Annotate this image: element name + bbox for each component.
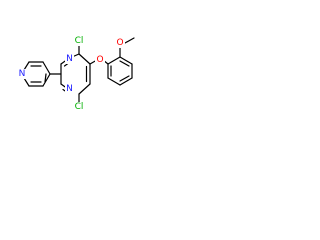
bond-c4-c5 xyxy=(78,53,91,65)
bond-ph4-ph5 xyxy=(119,77,133,86)
molecule-canvas: Cl Cl N N N O O xyxy=(0,0,152,152)
bond-c6-n1 xyxy=(78,83,91,95)
nitrogen-label-pyridine: N xyxy=(19,69,26,79)
oxygen-label-methoxy: O xyxy=(116,38,123,48)
structure-diagram: Cl Cl N N N O O xyxy=(17,36,135,112)
bond-ph4-ph5-inner xyxy=(119,75,130,82)
oxygen-label-ether: O xyxy=(96,55,103,65)
bond-ph5-ph6 xyxy=(107,77,121,86)
bond-py7-py1 xyxy=(42,73,51,87)
nitrogen-label-pyrimidine-3: N xyxy=(66,54,73,64)
chlorine-label-bottom: Cl xyxy=(75,102,84,112)
bond-py3-py4 xyxy=(23,61,30,71)
bond-ph2-ph3 xyxy=(119,56,133,65)
bond-py5-py6 xyxy=(23,77,30,87)
bond-ph1-ph2 xyxy=(107,56,121,65)
nitrogen-label-pyrimidine-1: N xyxy=(66,84,73,94)
bond-o-ch3 xyxy=(124,37,135,44)
bond-py7-py1-inner xyxy=(44,73,47,83)
bond-py1-py2 xyxy=(42,61,51,75)
bond-ph2-ph3-inner xyxy=(119,60,130,67)
chlorine-label-top: Cl xyxy=(75,36,84,46)
